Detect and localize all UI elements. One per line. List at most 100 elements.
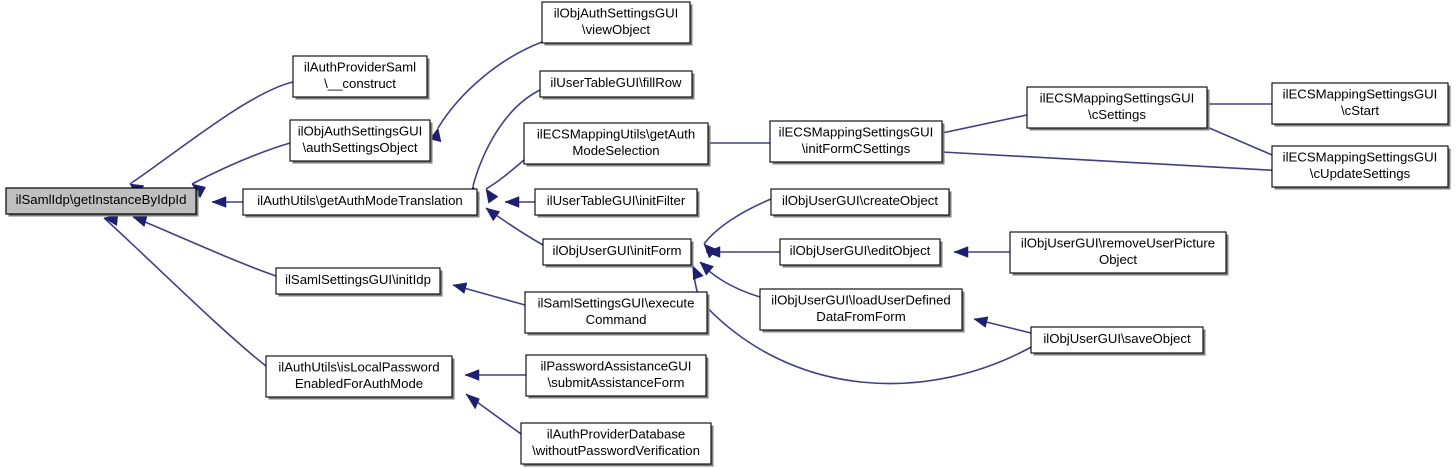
node-box[interactable] [1271,82,1449,125]
arrowhead-icon [452,282,468,294]
node-box[interactable] [1271,145,1449,188]
arrowhead-icon [465,393,480,410]
node-label-line: \cStart [1341,103,1379,118]
graph-node-initIdp[interactable]: ilSamlSettingsGUI\initIdp [275,267,443,297]
graph-node-submitAssistanceForm[interactable]: ilPasswordAssistanceGUI\submitAssistance… [525,354,709,399]
node-label-line: \__construct [324,76,396,91]
call-edge [211,196,243,208]
graph-node-withoutPasswordVerification[interactable]: ilAuthProviderDatabase\withoutPasswordVe… [520,422,714,467]
edge-line [437,41,543,129]
node-label-line: ilObjAuthSettingsGUI [554,6,679,21]
node-label-line: \viewObject [582,22,650,37]
call-edge [129,81,294,196]
node-box[interactable] [524,291,708,334]
node-label: ilAuthUtils\getAuthModeTranslation [257,193,463,208]
node-label: ilECSMappingSettingsGUI\cSettings [1040,91,1195,123]
arrowhead-icon [485,188,499,204]
call-edge [465,393,522,435]
graph-node-fillRow[interactable]: ilUserTableGUI\fillRow [539,70,695,100]
edge-line [103,217,267,367]
node-label-line: ilUserTableGUI\initFilter [547,193,686,208]
arrowhead-icon [699,261,715,276]
node-label-line: ilObjUserGUI\saveObject [1043,331,1191,346]
node-box[interactable] [769,120,943,163]
node-label: ilObjUserGUI\initForm [553,243,682,258]
node-label-line: ilObjUserGUI\initForm [553,243,682,258]
node-label-line: ilECSMappingSettingsGUI [1283,150,1438,165]
graph-node-authSettingsObject[interactable]: ilObjAuthSettingsGUI\authSettingsObject [289,119,433,164]
graph-node-createObject[interactable]: ilObjUserGUI\createObject [770,188,952,218]
node-box[interactable] [1030,326,1204,354]
node-box[interactable] [525,354,707,397]
node-label: ilECSMappingSettingsGUI\initFormCSetting… [779,125,934,157]
nodes-layer: ilSamlIdp\getInstanceByIdpId ilAuthProvid… [5,1,1451,467]
node-box[interactable] [759,288,963,331]
node-box[interactable] [292,55,428,98]
node-box[interactable] [1009,231,1227,274]
node-box[interactable] [770,188,950,216]
graph-node-cUpdateSettings[interactable]: ilECSMappingSettingsGUI\cUpdateSettings [1271,145,1451,190]
node-box[interactable] [242,188,478,216]
node-label-line: Object [1099,252,1137,267]
node-box[interactable] [275,267,441,295]
graph-node-initFormCSettings[interactable]: ilECSMappingSettingsGUI\initFormCSetting… [769,120,945,165]
node-label-line: ilUserTableGUI\fillRow [550,75,682,90]
node-label-line: DataFromForm [816,309,905,324]
node-label-line: ilAuthUtils\isLocalPassword [278,360,439,375]
graph-node-authProviderSamlConstruct[interactable]: ilAuthProviderSaml\__construct [292,55,430,100]
node-label: ilAuthProviderSaml\__construct [304,60,416,92]
call-edge [973,316,1032,334]
graph-node-initForm[interactable]: ilObjUserGUI\initForm [542,238,694,268]
node-box[interactable] [534,188,698,216]
graph-node-root[interactable]: ilSamlIdp\getInstanceByIdpId [5,187,199,217]
call-edge [485,159,525,204]
node-label-line: ilObjUserGUI\createObject [782,193,938,208]
node-box[interactable] [523,122,709,165]
node-label: ilObjAuthSettingsGUI\viewObject [554,6,679,38]
node-box[interactable] [541,1,691,44]
call-edge [452,282,526,306]
node-label-line: Command [586,312,647,327]
node-label: ilObjUserGUI\saveObject [1043,331,1191,346]
arrowhead-icon [464,369,480,381]
node-box[interactable] [1026,86,1208,129]
call-edge [103,214,267,367]
call-edge [941,151,1287,180]
arrowhead-icon [692,265,704,280]
graph-node-saveObject[interactable]: ilObjUserGUI\saveObject [1030,326,1206,356]
graph-node-editObject[interactable]: ilObjUserGUI\editObject [779,238,943,268]
arrowhead-icon [504,196,520,208]
graph-node-viewObject[interactable]: ilObjAuthSettingsGUI\viewObject [541,1,693,46]
node-label: ilECSMappingSettingsGUI\cStart [1283,87,1438,119]
node-label-line: \authSettingsObject [302,140,417,155]
graph-node-cStart[interactable]: ilECSMappingSettingsGUI\cStart [1271,82,1451,127]
edge-line [129,81,294,185]
node-box[interactable] [539,70,693,98]
node-box[interactable] [289,119,431,162]
graph-node-initFilter[interactable]: ilUserTableGUI\initFilter [534,188,700,218]
node-label-line: \initFormCSettings [802,141,911,156]
node-label-line: ilSamlSettingsGUI\initIdp [285,272,431,287]
node-box[interactable] [779,238,941,266]
graph-node-cSettings[interactable]: ilECSMappingSettingsGUI\cSettings [1026,86,1210,131]
graph-node-getAuthModeTranslation[interactable]: ilAuthUtils\getAuthModeTranslation [242,188,480,218]
node-label: ilObjAuthSettingsGUI\authSettingsObject [298,124,423,156]
node-label-line: ModeSelection [572,143,659,158]
node-label-line: ilObjAuthSettingsGUI [298,124,423,139]
node-label-line: ilPasswordAssistanceGUI [541,359,692,374]
node-box[interactable] [265,355,453,398]
edge-line [191,142,291,185]
node-label-line: \cSettings [1088,107,1146,122]
node-label-line: \submitAssistanceForm [547,375,684,390]
node-box[interactable] [520,422,712,465]
node-box[interactable] [5,187,197,215]
node-box[interactable] [542,238,692,266]
